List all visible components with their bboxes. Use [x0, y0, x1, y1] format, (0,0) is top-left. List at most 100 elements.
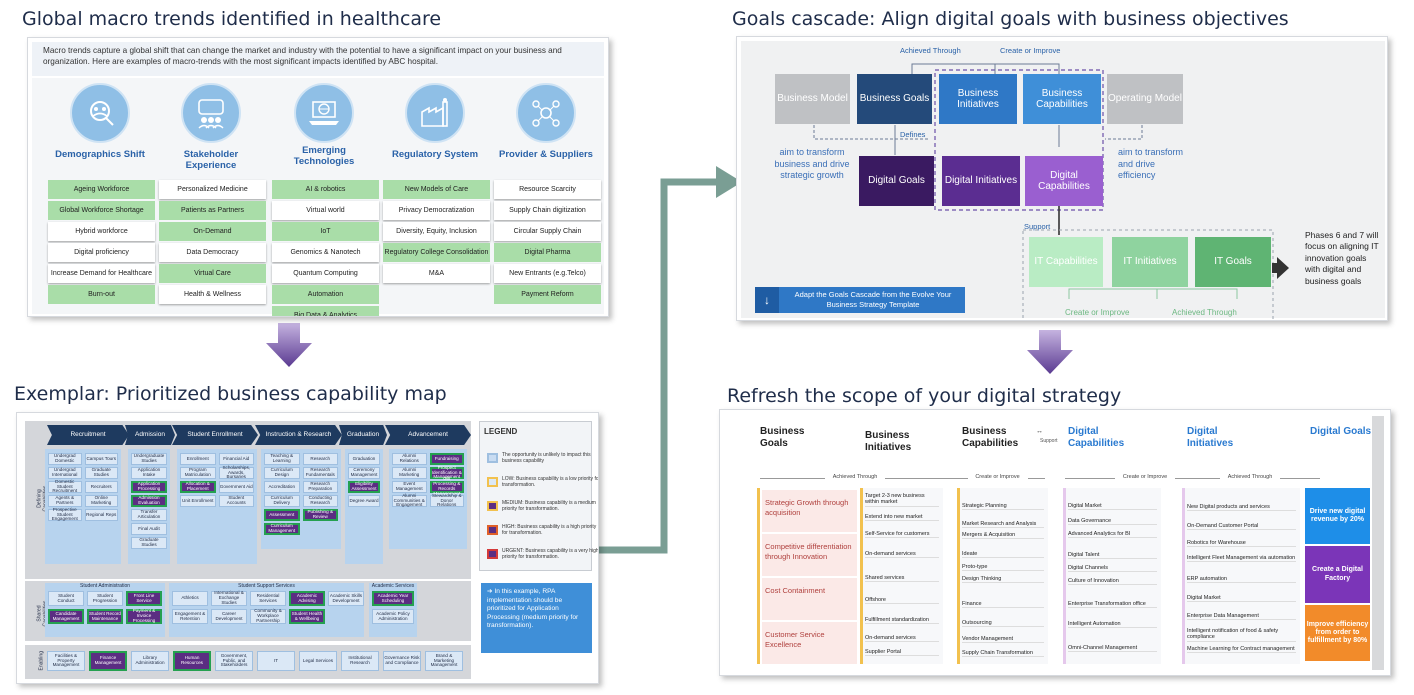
- business-initiative-item: On-demand services: [865, 551, 939, 559]
- macro-trend-item: Increase Demand for Healthcare: [48, 264, 155, 283]
- capability-item: Final Audit: [131, 523, 167, 535]
- macro-column-title: Demographics Shift: [55, 149, 145, 160]
- right-aim-text: aim to transform and drive efficiency: [1118, 147, 1184, 181]
- capability-item: Gift Processing & Records Management: [429, 476, 464, 496]
- capability-item: Regional Reps: [84, 509, 118, 521]
- stage-chevron: Recruitment: [47, 425, 129, 445]
- arrow-label: Achieved Through: [1220, 474, 1280, 480]
- operating-model-box: Operating Model: [1107, 74, 1183, 124]
- accent-bar: [757, 488, 760, 664]
- capability-item: Academic Skills Development: [328, 591, 364, 606]
- capability-item: Career Development: [211, 609, 247, 624]
- business-capability-item: Ideate: [962, 551, 1044, 559]
- business-initiative-item: Fulfillment standardization: [865, 617, 939, 625]
- capability-item: Curriculum Design: [264, 467, 300, 479]
- capability-item: Ceremony Management: [348, 467, 380, 479]
- goal-bg: [762, 490, 857, 532]
- digital-initiative-item: Intelligent Fleet Management via automat…: [1187, 555, 1296, 563]
- capability-item: Governance Risk and Compliance: [383, 651, 421, 671]
- capability-item: Degree Award: [348, 495, 380, 507]
- template-banner[interactable]: ↓ Adapt the Goals Cascade from the Evolv…: [755, 287, 965, 313]
- accent-bar: [860, 488, 863, 664]
- business-capability-item: Finance: [962, 601, 1044, 609]
- legend-title: LEGEND: [484, 427, 518, 436]
- digital-capability-item: Digital Talent: [1068, 552, 1157, 560]
- capability-item: Domestic Student Recruitment: [48, 479, 82, 493]
- digital-initiative-item: Intelligent notification of food & safet…: [1187, 628, 1296, 642]
- capability-item: Research: [302, 453, 338, 465]
- laptop-globe-icon: [294, 83, 354, 143]
- capability-item: Human Resources: [173, 651, 211, 671]
- business-initiative-item: Supplier Portal: [865, 649, 939, 657]
- people-network-icon: [70, 83, 130, 143]
- accent-bar: [1182, 488, 1185, 664]
- capability-item: Online Marketing: [84, 495, 118, 507]
- business-initiative-item: Extend into new market: [865, 514, 939, 522]
- digital-capability-item-bg: [1066, 488, 1161, 664]
- macro-trend-item: Regulatory College Consolidation: [383, 243, 490, 262]
- capability-item: Curriculum Management: [264, 523, 300, 535]
- capability-item: Student Accounts: [218, 495, 254, 507]
- capability-item: Curriculum Delivery: [264, 495, 300, 507]
- capability-item: Candidate Management: [48, 609, 84, 624]
- column-header: Business Goals: [760, 426, 805, 449]
- capability-item: Transfer Articulation: [131, 509, 167, 521]
- macro-trend-item: Digital Pharma: [494, 243, 601, 262]
- column-header: Business Initiatives: [865, 430, 912, 453]
- down-arrow-icon: [266, 323, 312, 367]
- legend-swatch: [487, 525, 498, 535]
- column-header: Business Capabilities: [962, 426, 1019, 449]
- arrow-label: Create or Improve: [967, 474, 1028, 480]
- capability-item: Academic Year Scheduling: [372, 591, 414, 606]
- label-achieved-through-2: Achieved Through: [1172, 308, 1237, 317]
- capability-item: Research Fundamentals: [302, 467, 338, 479]
- capability-item: Unit Enrollment: [180, 495, 216, 507]
- capability-item: Residential Services: [250, 591, 286, 606]
- digital-capability-item: Digital Channels: [1068, 565, 1157, 573]
- arrow-label: Achieved Through: [825, 474, 885, 480]
- goal-bg: [762, 534, 857, 576]
- macro-trend-item: Personalized Medicine: [159, 180, 266, 199]
- business-initiatives-box: Business Initiatives: [939, 74, 1017, 124]
- business-goal-item: Cost Containment: [765, 586, 826, 595]
- legend-swatch: [487, 477, 498, 487]
- column-header: Digital Initiatives: [1187, 426, 1234, 449]
- capability-item: Conducting Research: [302, 495, 338, 507]
- digital-capability-item: Digital Market: [1068, 503, 1157, 511]
- legend-label: URGENT: Business capability is a very hi…: [502, 548, 599, 560]
- macro-trend-item: Privacy Democratization: [383, 201, 490, 220]
- support-label: Support: [1040, 438, 1058, 444]
- macro-trend-item: Circular Supply Chain: [494, 222, 601, 241]
- stage-chevron: Instruction & Research: [255, 425, 342, 445]
- business-capability-item-bg: [960, 488, 1048, 664]
- business-capability-item: Proto-type: [962, 564, 1044, 572]
- business-capability-item: Supply Chain Transformation: [962, 650, 1044, 658]
- capability-item: Enrollment: [180, 453, 216, 465]
- shared-group-title: Academic Services: [371, 583, 415, 589]
- capability-item: International & Exchange Studies: [211, 590, 247, 606]
- digital-initiatives-box: Digital Initiatives: [942, 156, 1020, 206]
- macro-column-title: Provider & Suppliers: [499, 149, 593, 160]
- macro-trend-item: Resource Scarcity: [494, 180, 601, 199]
- capability-item: Assessment: [264, 509, 300, 521]
- digital-capability-item: Advanced Analytics for BI: [1068, 531, 1157, 539]
- capability-item: Agents & Partners: [48, 495, 82, 507]
- macro-column-title: Regulatory System: [391, 149, 479, 160]
- macro-trend-item: Supply Chain digitization: [494, 201, 601, 220]
- capability-item: Payment & Invoice Processing: [126, 608, 162, 624]
- digital-initiative-item: New Digital products and services: [1187, 504, 1296, 512]
- capability-item: Legal Services: [299, 651, 337, 671]
- stage-chevron: Advancement: [385, 425, 471, 445]
- capability-item: Student Progression: [87, 591, 123, 606]
- label-create-improve: Create or Improve: [1000, 46, 1061, 55]
- macro-trend-item: Ageing Workforce: [48, 180, 155, 199]
- down-arrow-icon: ↓: [755, 287, 779, 313]
- macro-trend-item: Virtual Care: [159, 264, 266, 283]
- legend-label: MEDIUM: Business capability is a medium …: [502, 500, 596, 512]
- goal-bg: [762, 578, 857, 620]
- down-arrow-icon: [1027, 330, 1073, 374]
- capability-item: Recruiters: [84, 481, 118, 493]
- digital-initiative-item: Digital Market: [1187, 595, 1296, 603]
- capability-item: Academic Policy Administration: [372, 609, 414, 624]
- capability-item: Allocation & Placement: [180, 481, 216, 493]
